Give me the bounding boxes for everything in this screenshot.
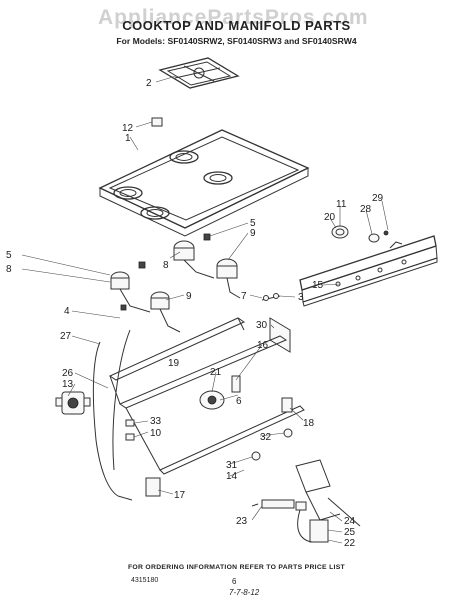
control-knobs <box>331 225 389 243</box>
callout-19: 19 <box>168 358 180 369</box>
callout-23: 23 <box>236 516 248 527</box>
callout-leaders <box>21 75 389 544</box>
callout-10: 10 <box>150 428 162 439</box>
burner-grate <box>158 57 240 89</box>
cooktop <box>98 117 310 237</box>
document-number: 4315180 <box>131 577 159 584</box>
handwritten-note: 7-7-8-12 <box>229 588 260 597</box>
callout-29: 29 <box>372 193 384 204</box>
model-list: For Models: SF0140SRW2, SF0140SRW3 and S… <box>116 36 357 46</box>
manifold-panel <box>299 235 438 307</box>
callout-9-upper: 9 <box>250 228 256 239</box>
callout-13: 13 <box>62 379 74 390</box>
callout-22: 22 <box>344 538 356 549</box>
callout-5-left: 5 <box>6 250 12 261</box>
callout-32: 32 <box>260 432 272 443</box>
callout-15: 15 <box>312 280 324 291</box>
callout-4: 4 <box>64 306 70 317</box>
callout-14: 14 <box>226 471 238 482</box>
callout-31: 31 <box>226 460 238 471</box>
ordering-note: FOR ORDERING INFORMATION REFER TO PARTS … <box>127 564 346 571</box>
callout-18: 18 <box>303 418 315 429</box>
page-number: 6 <box>232 577 237 586</box>
callout-8-left: 8 <box>6 264 12 275</box>
callout-9-lower: 9 <box>186 291 192 302</box>
oven-valve <box>199 375 241 410</box>
callout-27: 27 <box>60 331 72 342</box>
callout-3: 3 <box>298 292 304 303</box>
diagram-title: COOKTOP AND MANIFOLD PARTS <box>122 18 351 33</box>
callout-33: 33 <box>150 416 162 427</box>
gas-tubing <box>92 329 133 501</box>
callout-16: 16 <box>257 340 269 351</box>
callout-21: 21 <box>210 367 222 378</box>
callout-20: 20 <box>324 212 336 223</box>
callout-24: 24 <box>344 516 356 527</box>
callout-6: 6 <box>236 396 242 407</box>
callout-1: 1 <box>125 133 131 144</box>
callout-26: 26 <box>62 368 74 379</box>
pressure-regulator <box>55 391 91 415</box>
manifold-frame <box>108 317 305 475</box>
callout-2: 2 <box>146 78 152 89</box>
watermark: AppliancePartsPros.com <box>98 6 369 29</box>
callout-17: 17 <box>174 490 186 501</box>
oven-igniter-assembly <box>251 459 361 543</box>
callout-28: 28 <box>360 204 372 215</box>
callout-30: 30 <box>256 320 268 331</box>
small-parts <box>125 293 293 497</box>
callout-5-upper: 5 <box>250 218 256 229</box>
callout-8-upper: 8 <box>163 260 169 271</box>
callout-11: 11 <box>336 199 347 210</box>
callout-7: 7 <box>241 291 247 302</box>
burner-assemblies <box>110 233 241 333</box>
callout-12: 12 <box>122 123 134 134</box>
heat-shield <box>269 317 291 353</box>
callout-25: 25 <box>344 527 356 538</box>
callout-numbers: 2 12 1 29 11 28 20 5 9 5 8 8 9 7 3 15 4 … <box>6 78 384 549</box>
